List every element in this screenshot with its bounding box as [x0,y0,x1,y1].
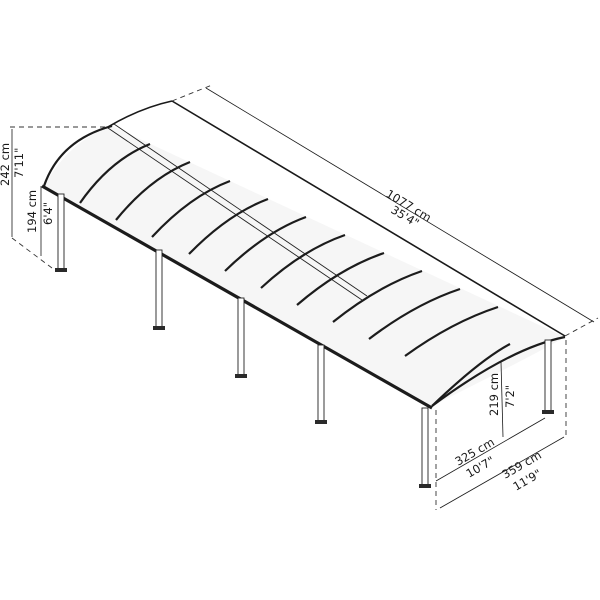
back-posts [542,339,554,414]
back-eave-beam [171,100,566,337]
total-height-dimension: 242 cm 7'11" [0,126,108,269]
roof-surface [44,126,565,406]
clearance-imperial-label: 7'2" [503,385,517,408]
side-height-dimension: 194 cm 6'4" [25,186,55,256]
front-eave-beam [41,184,433,410]
front-posts [55,193,431,488]
side-height-metric-label: 194 cm [25,190,39,233]
total-height-metric-label: 242 cm [0,143,12,186]
back-arch [107,100,173,128]
clearance-metric-label: 219 cm [487,373,501,416]
center-clearance-dimension: 219 cm 7'2" [487,361,517,438]
roof-rafters [42,124,566,407]
ridge-beam [107,123,368,301]
side-height-imperial-label: 6'4" [41,202,55,225]
total-height-imperial-label: 7'11" [12,148,26,178]
